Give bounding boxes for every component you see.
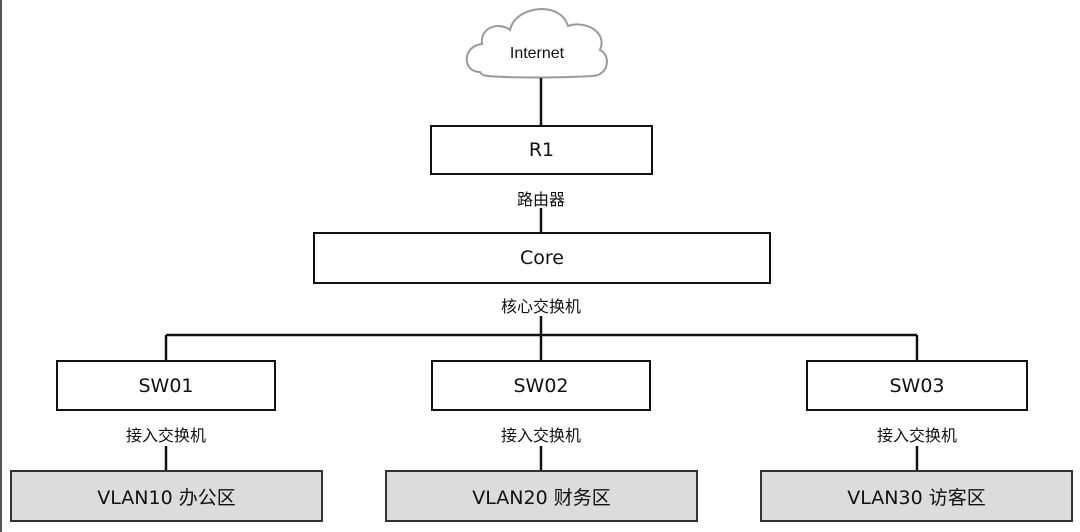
sw01-role-label: 接入交换机 (125, 426, 207, 445)
router-role-label: 路由器 (516, 190, 566, 209)
core-switch-node: Core (313, 232, 771, 284)
sw02-role-label: 接入交换机 (500, 426, 582, 445)
core-switch-name: Core (520, 247, 564, 269)
access-switch-sw03-node: SW03 (806, 360, 1028, 411)
vlan10-node: VLAN10 办公区 (10, 470, 323, 522)
left-frame-border (0, 0, 2, 532)
sw01-name: SW01 (138, 374, 194, 397)
internet-cloud-icon (465, 8, 608, 79)
internet-label: Internet (509, 45, 565, 62)
vlan10-label: VLAN10 办公区 (97, 486, 236, 509)
sw03-role-label: 接入交换机 (876, 426, 958, 445)
vlan20-label: VLAN20 财务区 (472, 486, 611, 509)
access-switch-sw02-node: SW02 (431, 360, 651, 411)
core-switch-role-label: 核心交换机 (500, 297, 582, 316)
router-r1-node: R1 (430, 125, 653, 175)
sw03-name: SW03 (889, 374, 945, 397)
router-r1-name: R1 (528, 139, 555, 161)
access-switch-sw01-node: SW01 (56, 360, 276, 411)
vlan20-node: VLAN20 财务区 (385, 470, 698, 522)
vlan30-label: VLAN30 访客区 (847, 486, 986, 509)
sw02-name: SW02 (513, 374, 569, 397)
vlan30-node: VLAN30 访客区 (760, 470, 1073, 522)
